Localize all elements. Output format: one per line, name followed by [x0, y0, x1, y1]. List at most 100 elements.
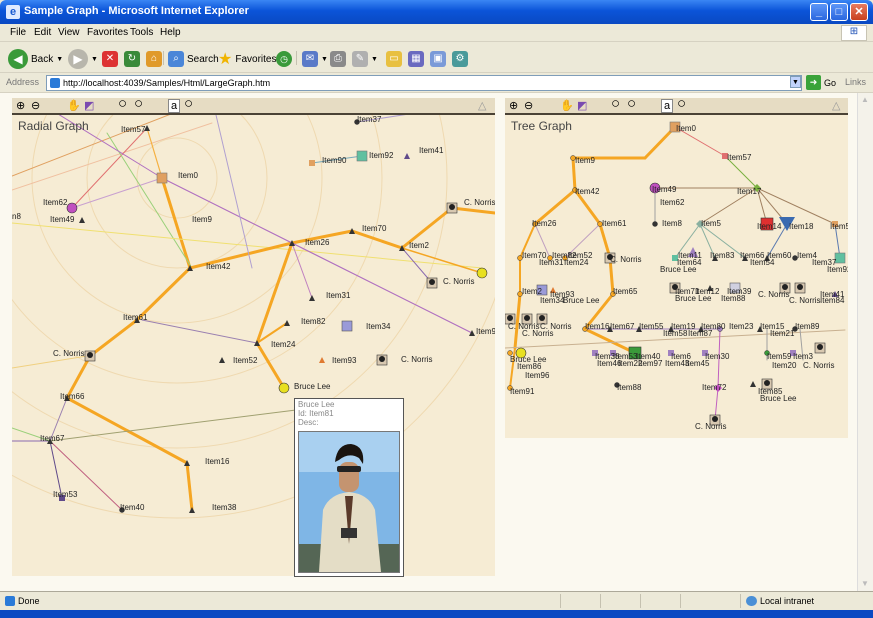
- graph-node[interactable]: [507, 385, 513, 391]
- history-button[interactable]: ◷: [276, 49, 292, 69]
- tree-node-label[interactable]: Item92: [827, 265, 848, 274]
- zoom-in-icon[interactable]: ⊕: [509, 100, 519, 112]
- tree-node-label[interactable]: Item23: [729, 322, 754, 331]
- tree-node-label[interactable]: Item21: [770, 329, 795, 338]
- graph-node[interactable]: [119, 507, 125, 513]
- edit-button[interactable]: ✎▼: [352, 49, 378, 69]
- graph-node[interactable]: [309, 160, 315, 166]
- graph-node[interactable]: [187, 265, 193, 271]
- close-button[interactable]: ✕: [850, 3, 868, 21]
- tree-node-label[interactable]: Item96: [525, 371, 550, 380]
- graph-node[interactable]: [582, 326, 588, 332]
- graph-node[interactable]: [717, 326, 723, 332]
- menu-edit[interactable]: Edit: [34, 27, 52, 38]
- graph-node[interactable]: [356, 150, 368, 162]
- radial-node-label[interactable]: Item34: [366, 322, 391, 331]
- node-shape-icon[interactable]: ○: [677, 98, 687, 112]
- menu-favorites[interactable]: Favorites: [87, 27, 129, 38]
- radial-node-label[interactable]: Item52: [233, 356, 258, 365]
- tree-node-label[interactable]: Item83: [710, 251, 735, 260]
- radial-node-label[interactable]: Item26: [305, 238, 330, 247]
- graph-node[interactable]: [764, 350, 770, 356]
- radial-node-label[interactable]: Item49: [50, 215, 75, 224]
- graph-node[interactable]: [341, 320, 353, 332]
- tree-node-label[interactable]: Item5: [701, 219, 722, 228]
- tree-node-label[interactable]: Item41: [820, 290, 845, 299]
- tree-node-label[interactable]: Item65: [613, 287, 638, 296]
- tree-node-label[interactable]: Bruce Lee: [510, 355, 547, 364]
- graph-node[interactable]: [779, 282, 791, 294]
- graph-node[interactable]: [722, 153, 728, 159]
- radial-node-label[interactable]: Item82: [301, 317, 326, 326]
- graph-node[interactable]: [254, 340, 260, 346]
- stop-button[interactable]: ✕: [102, 49, 118, 69]
- radial-node-label[interactable]: Item16: [205, 457, 230, 466]
- tree-node-label[interactable]: Item72: [702, 383, 727, 392]
- tree-node-label[interactable]: Item59: [767, 352, 792, 361]
- radial-node-label[interactable]: Item0: [178, 171, 199, 180]
- graph-node[interactable]: [144, 125, 150, 131]
- tree-node-label[interactable]: Item31: [539, 258, 564, 267]
- graph-node[interactable]: [515, 347, 527, 359]
- radial-node-label[interactable]: C. Norris: [464, 198, 495, 207]
- tree-node-label[interactable]: Item11: [678, 251, 702, 260]
- graph-node[interactable]: [753, 184, 761, 192]
- graph-node[interactable]: [610, 291, 616, 297]
- vertical-scrollbar[interactable]: ▲ ▼: [857, 93, 873, 591]
- graph-node[interactable]: [794, 282, 806, 294]
- tree-node-label[interactable]: Item50: [830, 222, 848, 231]
- graph-node[interactable]: [134, 317, 140, 323]
- tree-node-label[interactable]: Item84: [820, 296, 845, 305]
- address-dropdown-icon[interactable]: ▼: [790, 76, 801, 88]
- graph-node[interactable]: [469, 330, 475, 336]
- graph-node[interactable]: [505, 313, 516, 325]
- tree-node-label[interactable]: Item15: [760, 322, 785, 331]
- tree-node-label[interactable]: Item39: [727, 287, 752, 296]
- tree-node-label[interactable]: Item85: [758, 387, 783, 396]
- graph-node[interactable]: [669, 121, 681, 133]
- radial-graph-canvas[interactable]: Item94Item57Item37Item41Item92Item90Item…: [12, 98, 495, 576]
- graph-node[interactable]: [607, 326, 613, 332]
- tree-node-label[interactable]: Item53: [613, 352, 638, 361]
- graph-node[interactable]: [84, 350, 96, 362]
- favorites-button[interactable]: ★ Favorites: [218, 49, 276, 69]
- radial-node-label[interactable]: Item37: [357, 115, 382, 124]
- tree-node-label[interactable]: Item91: [510, 387, 535, 396]
- menu-help[interactable]: Help: [160, 27, 181, 38]
- graph-node[interactable]: [184, 460, 190, 466]
- tree-node-label[interactable]: Item93: [550, 290, 575, 299]
- mail-button[interactable]: ✉▼: [302, 49, 328, 69]
- graph-node[interactable]: [750, 381, 756, 387]
- tree-node-label[interactable]: Item52: [568, 251, 593, 260]
- tree-node-label[interactable]: Item80: [701, 322, 726, 331]
- graph-node[interactable]: [702, 350, 708, 356]
- scroll-down-icon[interactable]: ▼: [861, 579, 869, 588]
- radial-node-label[interactable]: Item42: [206, 262, 231, 271]
- graph-node[interactable]: [628, 346, 642, 360]
- forward-button[interactable]: ▶ ▼: [68, 49, 98, 69]
- radial-node-label[interactable]: Item40: [120, 503, 145, 512]
- tree-node-label[interactable]: Item4: [797, 251, 818, 260]
- tree-node-label[interactable]: Item45: [685, 359, 710, 368]
- tree-node-label[interactable]: Item97: [638, 359, 663, 368]
- tree-node-label[interactable]: C. Norris: [540, 322, 572, 331]
- graph-node[interactable]: [517, 291, 523, 297]
- tree-node-label[interactable]: C. Norris: [610, 255, 642, 264]
- collapse-toolbar-icon[interactable]: △: [478, 100, 487, 112]
- tree-node-label[interactable]: Item6: [671, 352, 692, 361]
- graph-node[interactable]: [592, 350, 598, 356]
- tree-node-label[interactable]: Item30: [705, 352, 730, 361]
- tree-node-label[interactable]: Item2: [522, 287, 543, 296]
- radial-node-label[interactable]: Item93: [332, 356, 357, 365]
- radial-node-label[interactable]: Item90: [322, 156, 347, 165]
- graph-node[interactable]: [79, 217, 85, 223]
- graph-node[interactable]: [698, 326, 704, 332]
- graph-node[interactable]: [532, 221, 538, 227]
- graph-node[interactable]: [668, 350, 674, 356]
- graph-node[interactable]: [760, 217, 774, 231]
- tree-node-label[interactable]: Item43: [665, 359, 690, 368]
- graph-node[interactable]: [790, 350, 796, 356]
- tree-node-label[interactable]: Item19: [671, 322, 696, 331]
- graph-node[interactable]: [729, 282, 741, 294]
